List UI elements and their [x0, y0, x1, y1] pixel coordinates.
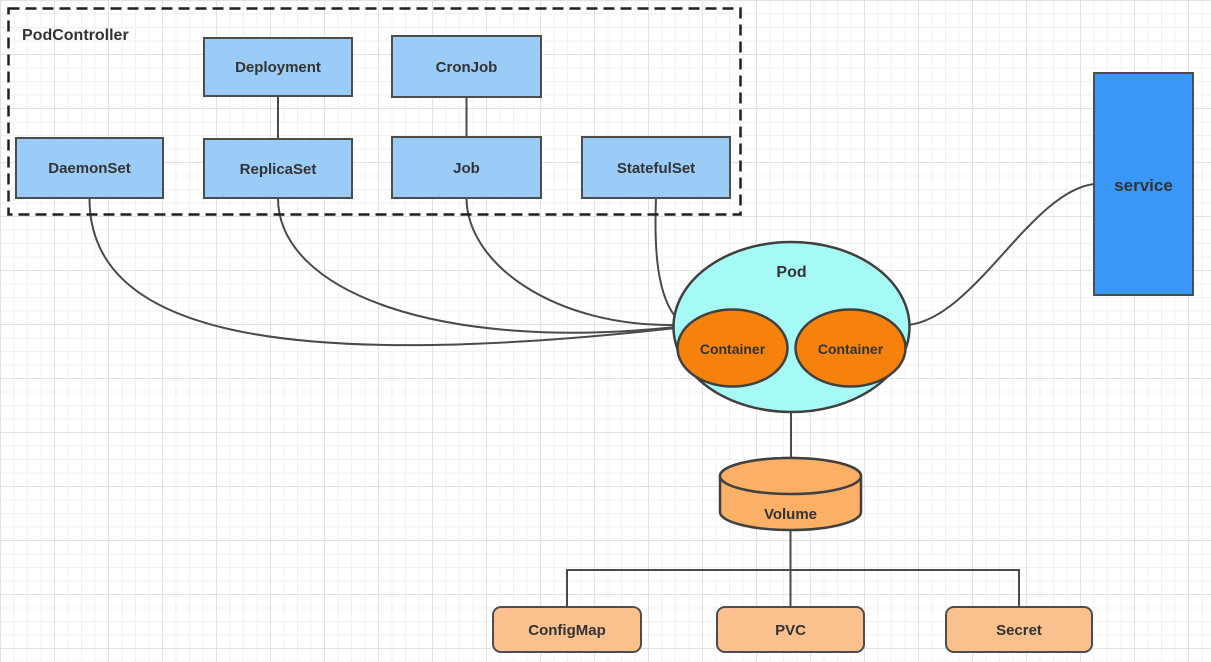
node-job[interactable]: Job — [391, 136, 542, 199]
volume-top — [718, 456, 863, 496]
pod-controller-group[interactable] — [7, 7, 742, 216]
job-label: Job — [453, 160, 480, 177]
node-replicaset[interactable]: ReplicaSet — [203, 138, 353, 199]
node-container-left[interactable]: Container — [676, 308, 789, 388]
pod-label: Pod — [776, 264, 806, 281]
edge-job-pod — [465, 197, 677, 327]
node-cronjob[interactable]: CronJob — [391, 35, 542, 98]
volume-label: Volume — [764, 506, 817, 523]
node-deployment[interactable]: Deployment — [203, 37, 353, 97]
container-left-label: Container — [700, 341, 766, 357]
node-pvc[interactable]: PVC — [716, 606, 865, 653]
configmap-label: ConfigMap — [528, 622, 605, 639]
edge-statefulset-pod — [654, 197, 679, 321]
node-container-right[interactable]: Container — [794, 308, 907, 388]
container-right-label: Container — [818, 341, 884, 357]
node-daemonset[interactable]: DaemonSet — [15, 137, 164, 199]
node-secret[interactable]: Secret — [945, 606, 1093, 653]
pod-controller-label: PodController — [22, 27, 129, 44]
secret-label: Secret — [996, 622, 1042, 639]
service-label: service — [1114, 176, 1173, 195]
daemonset-label: DaemonSet — [48, 160, 131, 177]
node-service[interactable]: service — [1093, 72, 1194, 296]
pvc-label: PVC — [775, 622, 806, 639]
edge-pod-service — [907, 183, 1095, 326]
node-volume[interactable]: Volume — [718, 456, 863, 532]
edge-daemonset-pod — [88, 197, 677, 347]
node-configmap[interactable]: ConfigMap — [492, 606, 642, 653]
deployment-label: Deployment — [235, 59, 321, 76]
replicaset-label: ReplicaSet — [240, 161, 317, 178]
statefulset-label: StatefulSet — [617, 160, 695, 177]
cronjob-label: CronJob — [436, 59, 498, 76]
node-pod[interactable]: Pod Container Container — [672, 240, 911, 414]
node-statefulset[interactable]: StatefulSet — [581, 136, 731, 199]
edge-replicaset-pod — [277, 197, 677, 334]
